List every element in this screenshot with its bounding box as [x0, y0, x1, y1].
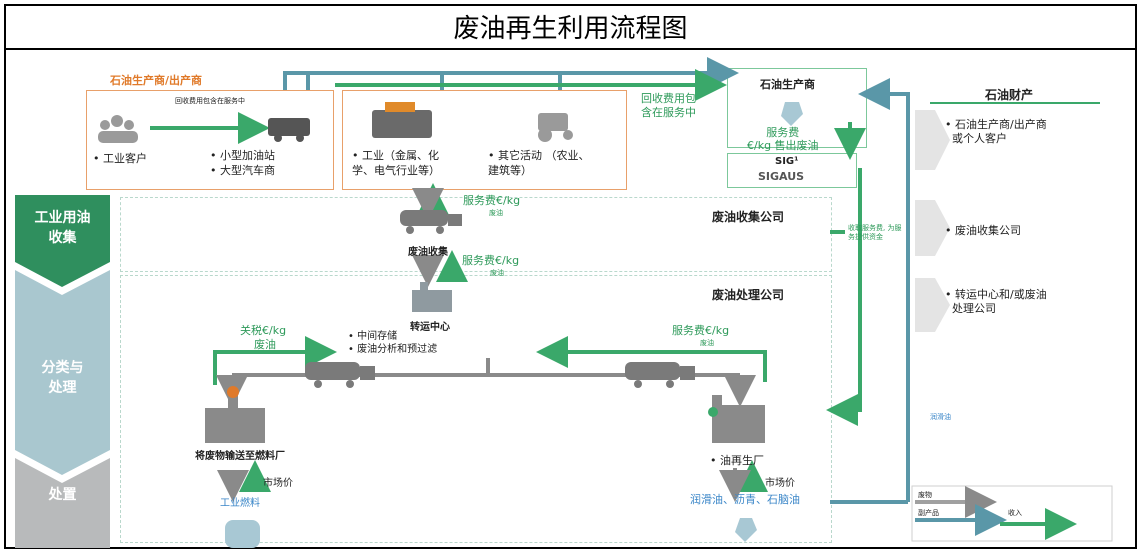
- oil-drop-icon: [735, 518, 757, 542]
- tariff-sub: 废油: [254, 338, 276, 351]
- producers-label: 石油生产商/出产商: [110, 74, 203, 87]
- market-price-1: 市场价: [263, 478, 293, 489]
- collection-truck-icon: [400, 210, 462, 234]
- service-fee-2-sub: 废油: [490, 269, 504, 277]
- stage-disposal-shape: [15, 458, 110, 548]
- service-fee-2: 服务费€/kg: [462, 254, 520, 267]
- lube-note: 润滑油: [930, 413, 951, 421]
- stations-label: • 小型加油站 • 大型汽车商: [210, 149, 275, 177]
- industrial-fuel-label: 工业燃料: [220, 498, 260, 509]
- refinery-products: 润滑油、沥青、石脑油: [690, 493, 800, 506]
- industry-label: • 工业（金属、化 学、电气行业等）: [352, 149, 440, 177]
- waste-gray-lines: [216, 188, 756, 502]
- collection-company-label: 废油收集公司: [712, 210, 785, 224]
- processing-company-label: 废油处理公司: [712, 288, 785, 302]
- side-note: 收取服务费, 为服 务提供资金: [848, 224, 902, 241]
- people-icon: [98, 115, 138, 143]
- service-fee-1-sub: 废油: [489, 209, 503, 217]
- sig-box: [727, 153, 857, 188]
- stage-collection-shape: [15, 195, 110, 287]
- recovery-note: 回收费用包 含在服务中: [641, 92, 696, 119]
- oil-collection-label: 废油收集: [408, 247, 448, 258]
- pump-station-icon: [268, 118, 310, 142]
- fuel-plant-label: 将废物输送至燃料厂: [195, 451, 285, 462]
- stage-sorting-label: 分类与 处理: [41, 359, 84, 396]
- truck-right-icon: [625, 362, 695, 388]
- right-panel-chevrons: [915, 110, 950, 332]
- sig-label: SIG¹: [775, 156, 799, 167]
- transfer-center-label: 转运中心: [410, 322, 450, 333]
- legend-income: 收入: [1008, 509, 1022, 517]
- transfer-center-icon: [412, 282, 452, 312]
- transfer-items: • 中间存储 • 废油分析和预过滤: [348, 331, 438, 355]
- producers-box-left: [86, 90, 334, 190]
- fee-green-lines: [150, 69, 866, 492]
- stage-sorting-shape: [15, 270, 110, 475]
- machine-icon: [372, 102, 432, 138]
- stage-disposal-label: 处置: [48, 487, 77, 503]
- oil-producer-label: 石油生产商: [760, 78, 815, 91]
- tractor-icon: [538, 113, 573, 142]
- right-panel-header: 石油财产: [985, 88, 1034, 102]
- stage-collection-label: 工业用油 收集: [34, 209, 91, 246]
- sigaus-label: SIGAUS: [758, 170, 805, 183]
- fee-return-lines: [283, 57, 910, 504]
- producers-box-right: [342, 90, 627, 190]
- market-price-2: 市场价: [765, 478, 795, 489]
- service-fee-3-sub: 废油: [700, 339, 714, 347]
- service-fee-1: 服务费€/kg: [463, 194, 521, 207]
- page-title: 废油再生利用流程图: [4, 4, 1137, 50]
- producer-logo-icon: [781, 102, 803, 126]
- tariff-label: 关税€/kg: [240, 324, 287, 337]
- refinery-icon: [708, 395, 765, 443]
- industrial-clients-label: • 工业客户: [93, 152, 147, 165]
- legend-box: [911, 485, 1113, 542]
- legend-byproduct: 副产品: [918, 509, 939, 517]
- other-activities-label: • 其它活动 （农业、 建筑等）: [488, 149, 590, 177]
- refinery-label: • 油再生厂: [710, 454, 764, 467]
- legend-waste: 废物: [918, 491, 932, 499]
- service-fee-3: 服务费€/kg: [672, 324, 730, 337]
- recovery-fee-note: 回收费用包含在服务中: [175, 97, 245, 105]
- collection-region: [120, 197, 832, 272]
- fuel-can-icon: [225, 520, 260, 548]
- right-item-producers: • 石油生产商/出产商 或个人客户: [945, 118, 1047, 145]
- right-item-collection: • 废油收集公司: [945, 224, 1021, 237]
- service-fee-sell: 服务费 €/kg 售出废油: [747, 126, 819, 152]
- right-item-processing: • 转运中心和/或废油 处理公司: [945, 288, 1047, 315]
- truck-left-icon: [305, 362, 375, 388]
- diagram-frame: [4, 4, 1137, 549]
- fuel-plant-icon: [205, 386, 265, 443]
